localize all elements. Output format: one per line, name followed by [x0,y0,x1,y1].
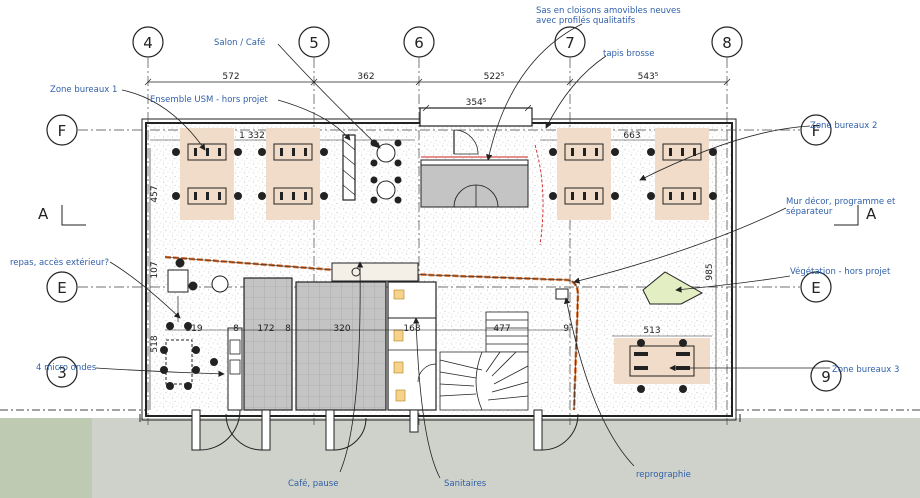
label-tapis-brosse: tapis brosse [603,49,654,59]
leader-lines [95,23,830,479]
dim-interior-2: 663 [623,131,640,141]
dim-v-518: 518 [150,335,160,352]
label-usm: Ensemble USM - hors projet [150,95,269,105]
label-mur-2: séparateur [786,206,833,217]
dim-v-985: 985 [705,263,715,280]
dim-v-107: 107 [150,261,160,278]
desks-zone-1 [172,128,328,220]
svg-text:9⁵: 9⁵ [563,324,573,334]
grid-row-left-f: F [58,122,67,140]
label-reprographie: reprographie [636,470,691,480]
cafe-room-left [243,277,293,411]
sanitaires-room [387,281,437,411]
label-zone-bureaux-3: Zone bureaux 3 [832,365,899,375]
grid-row-right-9: 9 [821,368,831,386]
desks-zone-3 [614,338,710,393]
grid-row-left-e: E [57,279,66,297]
dim-interior-1: 1 332 [239,131,265,141]
grid-col-8: 8 [722,34,732,52]
svg-text:319: 319 [185,324,202,334]
svg-text:168: 168 [403,324,420,334]
svg-text:A: A [38,205,49,223]
copier [555,288,569,300]
ground-area [0,418,920,498]
cafe-room-right [295,281,387,411]
vegetation-area [642,271,704,305]
label-salon-cafe: Salon / Café [214,37,265,48]
grid-col-4: 4 [143,34,153,52]
svg-text:477: 477 [493,324,510,334]
desks-zone-2 [549,128,717,220]
grid-bubbles: 4 5 6 7 8 F E 3 F E 9 [46,26,842,392]
tapis-line [534,144,544,246]
section-marks: A A [38,205,877,226]
grid-col-5: 5 [309,34,319,52]
staircase [439,311,529,411]
svg-text:8: 8 [285,324,291,334]
label-micro-ondes: 4 micro ondes [36,363,97,373]
label-zone-bureaux-2: Zone bureaux 2 [810,121,877,131]
label-zone-bureaux-1: Zone bureaux 1 [50,85,117,95]
dim-v-457: 457 [150,185,160,202]
label-sas-2: avec profilés qualitatifs [536,15,636,26]
grid-col-7: 7 [565,34,575,52]
dim-top-4: 543⁵ [638,72,659,82]
dim-top-2: 362 [357,72,374,82]
kitchen-unit [227,327,243,411]
salon-tables [370,139,402,204]
south-doors [139,409,741,451]
svg-text:172: 172 [257,324,274,334]
grid-row-right-e: E [811,279,820,297]
dim-top-1: 572 [222,72,239,82]
dim-top-3: 522⁵ [484,72,505,82]
svg-text:8: 8 [233,324,239,334]
label-cafe-pause: Café, pause [288,478,338,489]
dim-sas: 354⁵ [466,98,487,108]
grid-row-left-3: 3 [57,364,67,382]
svg-text:513: 513 [643,326,660,336]
grid-row-right-f: F [812,122,821,140]
label-vegetation: Végétation - hors projet [790,266,891,277]
label-repas: repas, accès extérieur? [10,257,109,268]
cafe-counter [331,262,419,282]
svg-text:320: 320 [333,324,350,334]
repas-tables [160,258,229,390]
label-sanitaires: Sanitaires [444,479,487,489]
label-sas-1: Sas en cloisons amovibles neuves [536,6,681,16]
sas-notch [419,107,533,127]
top-dimensions [144,78,731,112]
grid-col-6: 6 [414,34,424,52]
middle-dimensions: 319 8 172 8 320 168 477 9⁵ 513 [165,324,712,337]
label-mur-1: Mur décor, programme et [786,196,896,207]
svg-text:A: A [866,205,877,223]
